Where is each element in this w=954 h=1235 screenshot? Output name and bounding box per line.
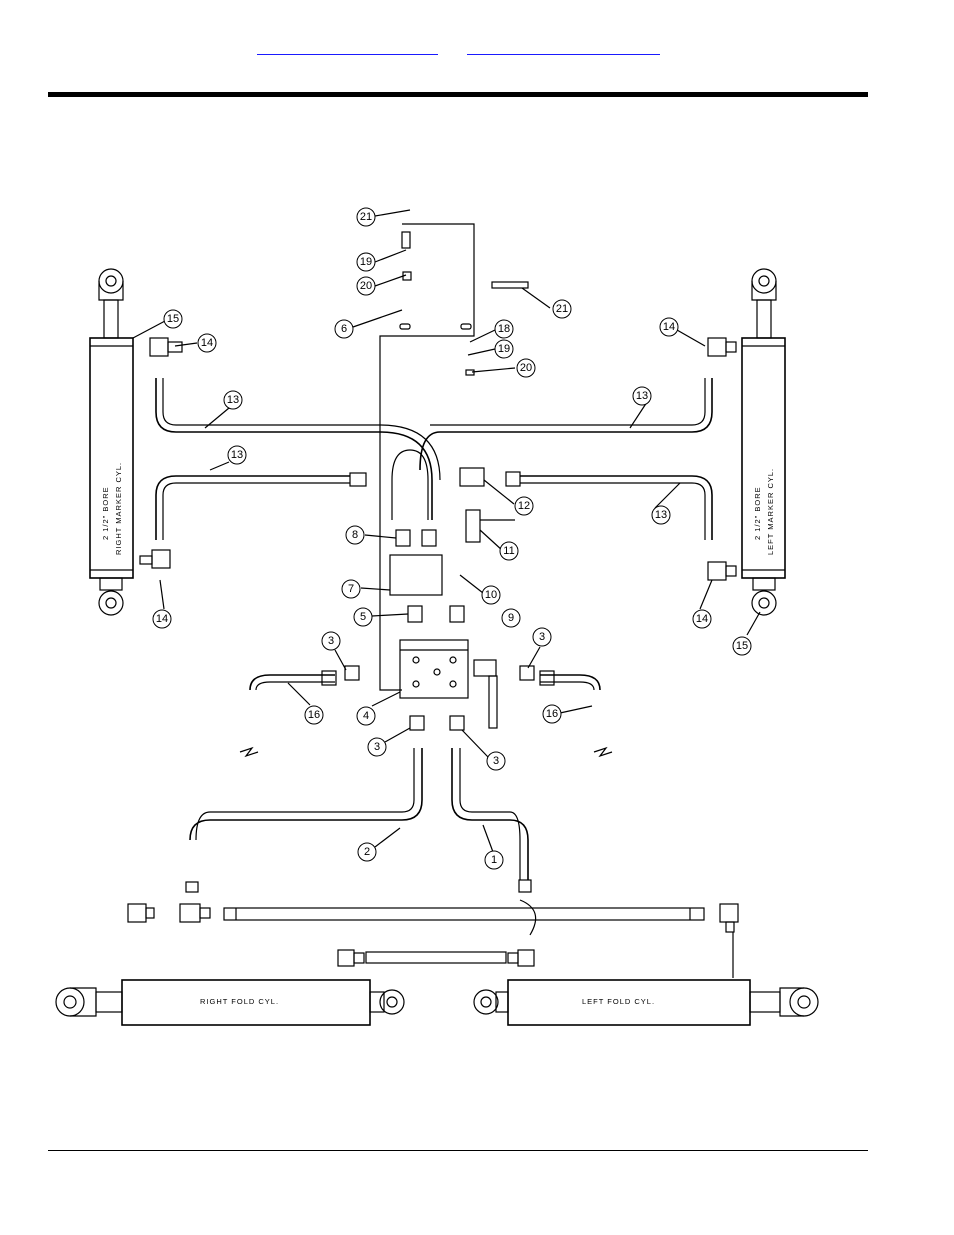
svg-text:15: 15 bbox=[736, 640, 748, 652]
svg-text:19: 19 bbox=[360, 256, 372, 268]
callout-7: 7 bbox=[341, 579, 361, 599]
callout-6: 6 bbox=[334, 319, 354, 339]
svg-text:13: 13 bbox=[227, 394, 239, 406]
callout-19a: 19 bbox=[356, 252, 376, 272]
marker-hoses bbox=[155, 378, 713, 540]
hoses-16 bbox=[239, 670, 613, 758]
callout-9: 9 bbox=[501, 608, 521, 628]
callout-14a: 14 bbox=[197, 333, 217, 353]
header-link-1[interactable] bbox=[257, 40, 438, 55]
callout-19b: 19 bbox=[494, 339, 514, 359]
callout-2: 2 bbox=[357, 842, 377, 862]
right-marker-name-label: RIGHT MARKER CYL. bbox=[114, 462, 123, 555]
callout-13d: 13 bbox=[651, 505, 671, 525]
callout-21a: 21 bbox=[356, 207, 376, 227]
callout-14c: 14 bbox=[152, 609, 172, 629]
callout-4: 4 bbox=[356, 706, 376, 726]
callout-11: 11 bbox=[499, 541, 519, 561]
svg-text:13: 13 bbox=[231, 449, 243, 461]
svg-text:18: 18 bbox=[498, 323, 510, 335]
callout-5: 5 bbox=[353, 607, 373, 627]
right-marker-bore-label: 2 1/2" BORE bbox=[101, 486, 110, 540]
callout-21b: 21 bbox=[552, 299, 572, 319]
svg-text:14: 14 bbox=[663, 321, 675, 333]
left-marker-bore-label: 2 1/2" BORE bbox=[753, 486, 762, 540]
callout-16b: 16 bbox=[542, 704, 562, 724]
left-marker-cylinder: 2 1/2" BORE LEFT MARKER CYL. bbox=[741, 268, 786, 616]
svg-text:20: 20 bbox=[520, 362, 532, 374]
callout-13c: 13 bbox=[632, 386, 652, 406]
left-marker-name-label: LEFT MARKER CYL. bbox=[766, 468, 775, 555]
svg-text:5: 5 bbox=[360, 611, 366, 623]
callout-10: 10 bbox=[481, 585, 501, 605]
svg-text:16: 16 bbox=[546, 708, 558, 720]
svg-text:3: 3 bbox=[493, 755, 499, 767]
svg-text:3: 3 bbox=[374, 741, 380, 753]
callout-15a: 15 bbox=[163, 309, 183, 329]
callout-14b: 14 bbox=[659, 317, 679, 337]
callout-12: 12 bbox=[514, 496, 534, 516]
callout-18: 18 bbox=[494, 319, 514, 339]
svg-text:1: 1 bbox=[491, 854, 497, 866]
svg-text:13: 13 bbox=[636, 390, 648, 402]
callout-8: 8 bbox=[345, 525, 365, 545]
right-fold-label: RIGHT FOLD CYL. bbox=[200, 997, 279, 1006]
callout-20a: 20 bbox=[356, 276, 376, 296]
svg-text:2: 2 bbox=[364, 846, 370, 858]
svg-text:7: 7 bbox=[348, 583, 354, 595]
right-marker-cylinder: 2 1/2" BORE RIGHT MARKER CYL. bbox=[89, 268, 134, 616]
svg-text:21: 21 bbox=[556, 303, 568, 315]
svg-text:15: 15 bbox=[167, 313, 179, 325]
svg-text:4: 4 bbox=[363, 710, 369, 722]
callout-3d: 3 bbox=[486, 751, 506, 771]
svg-text:14: 14 bbox=[156, 613, 168, 625]
callout-1: 1 bbox=[484, 850, 504, 870]
callout-20b: 20 bbox=[516, 358, 536, 378]
svg-text:3: 3 bbox=[328, 635, 334, 647]
valve-body bbox=[389, 509, 515, 729]
callout-15b: 15 bbox=[732, 636, 752, 656]
callout-3b: 3 bbox=[532, 627, 552, 647]
header-link-2[interactable] bbox=[467, 40, 660, 55]
callout-14d: 14 bbox=[692, 609, 712, 629]
callout-16a: 16 bbox=[304, 705, 324, 725]
svg-text:14: 14 bbox=[696, 613, 708, 625]
svg-text:19: 19 bbox=[498, 343, 510, 355]
svg-text:3: 3 bbox=[539, 631, 545, 643]
fold-cylinder-assembly: RIGHT FOLD CYL. LEFT FOLD CYL. bbox=[55, 881, 819, 1026]
svg-text:6: 6 bbox=[341, 323, 347, 335]
callout-3a: 3 bbox=[321, 631, 341, 651]
svg-text:12: 12 bbox=[518, 500, 530, 512]
svg-text:11: 11 bbox=[503, 545, 514, 557]
callout-3c: 3 bbox=[367, 737, 387, 757]
leader-lines bbox=[132, 209, 761, 853]
fold-hoses bbox=[189, 748, 532, 893]
callout-13a: 13 bbox=[223, 390, 243, 410]
header-rule bbox=[48, 92, 868, 97]
svg-text:9: 9 bbox=[508, 612, 514, 624]
valve-mounting-plate bbox=[379, 223, 529, 691]
svg-text:21: 21 bbox=[360, 211, 372, 223]
svg-text:20: 20 bbox=[360, 280, 372, 292]
left-fold-label: LEFT FOLD CYL. bbox=[582, 997, 655, 1006]
svg-text:10: 10 bbox=[485, 589, 497, 601]
fittings bbox=[139, 337, 737, 731]
callout-13b: 13 bbox=[227, 445, 247, 465]
svg-text:13: 13 bbox=[655, 509, 667, 521]
svg-text:8: 8 bbox=[352, 529, 358, 541]
svg-text:14: 14 bbox=[201, 337, 213, 349]
footer-rule bbox=[48, 1150, 868, 1151]
svg-text:16: 16 bbox=[308, 709, 320, 721]
